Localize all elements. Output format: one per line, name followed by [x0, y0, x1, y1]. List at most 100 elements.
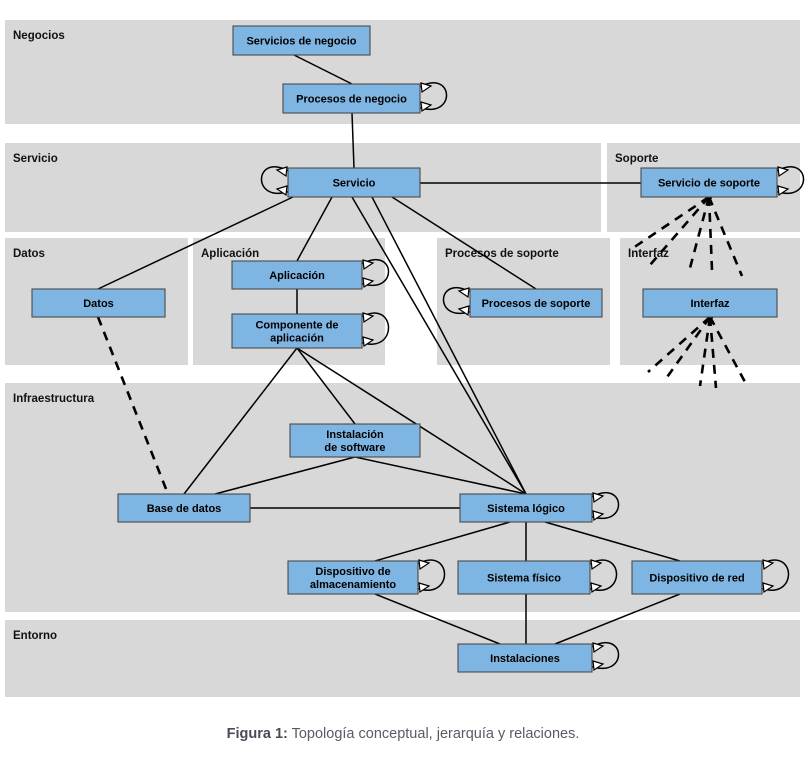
node-label-procesos-de-soporte-line-0: Procesos de soporte: [482, 298, 591, 310]
node-rect-servicios-de-negocio[interactable]: [232, 25, 371, 56]
node-label-instalaciones-line-0: Instalaciones: [490, 653, 560, 665]
edge-servicio-to-sistema-logico: [351, 196, 527, 495]
node-label-servicio-line-0: Servicio: [333, 178, 376, 190]
node-rect-componente-aplicacion[interactable]: [231, 313, 363, 349]
edges-layer: [96, 54, 681, 645]
edge-componente-aplicacion-to-base-de-datos: [183, 347, 298, 495]
swimlane-label-infraestructura: Infraestructura: [13, 393, 95, 405]
node-label-dispositivo-almacen-line-1: almacenamiento: [310, 579, 396, 591]
node-procesos-de-soporte[interactable]: Procesos de soporte: [442, 286, 603, 318]
node-rect-dispositivo-de-red[interactable]: [631, 560, 763, 595]
edge-servicio-to-aplicacion: [296, 196, 333, 262]
node-interfaz[interactable]: Interfaz: [642, 288, 778, 318]
node-label-dispositivo-almacen-line-0: Dispositivo de: [315, 566, 390, 578]
swimlane-entorno: Entorno: [5, 620, 800, 697]
self-loop-componente-aplicacion: [359, 312, 390, 345]
node-sistema-logico[interactable]: Sistema lógico: [459, 491, 620, 523]
edge-procesos-de-negocio-to-servicio: [351, 112, 355, 169]
self-loop-arrowhead-top-servicio-de-soporte: [777, 166, 790, 178]
edge-dispositivo-almacen-to-instalaciones: [374, 593, 501, 645]
node-base-de-datos[interactable]: Base de datos: [117, 493, 251, 523]
edge-componente-aplicacion-to-sistema-logico: [296, 347, 527, 495]
swimlane-label-soporte: Soporte: [615, 153, 658, 165]
figure-caption: Figura 1: Topología conceptual, jerarquí…: [0, 726, 806, 742]
swimlane-label-datos: Datos: [13, 248, 45, 260]
node-rect-procesos-de-soporte[interactable]: [469, 288, 603, 318]
edge-componente-aplicacion-to-instalacion-software: [296, 347, 356, 425]
node-label-componente-aplicacion-line-1: aplicación: [270, 333, 324, 345]
self-loop-arrowhead-bottom-instalaciones: [592, 660, 605, 672]
node-label-instalacion-software-line-0: Instalación: [326, 429, 384, 441]
node-rect-sistema-fisico[interactable]: [457, 560, 591, 595]
self-loop-arrowhead-top-servicio: [275, 166, 288, 178]
figure-caption-prefix: Figura 1:: [226, 726, 288, 742]
swimlane-label-entorno: Entorno: [13, 630, 57, 642]
node-label-interfaz-line-0: Interfaz: [690, 298, 730, 310]
node-rect-instalacion-software[interactable]: [289, 423, 421, 458]
node-rect-servicio-de-soporte[interactable]: [640, 167, 778, 198]
self-loop-sistema-fisico: [587, 559, 618, 591]
fan-servicio-de-soporte-ray-4: [707, 196, 744, 277]
node-label-componente-aplicacion-line-0: Componente de: [255, 320, 338, 332]
node-rect-sistema-logico[interactable]: [459, 493, 593, 523]
node-label-instalacion-software-line-1: de software: [324, 442, 385, 454]
self-loop-procesos-de-soporte: [442, 286, 473, 314]
self-loop-procesos-de-negocio: [417, 82, 448, 110]
node-rect-aplicacion[interactable]: [231, 260, 363, 290]
self-loop-arrowhead-top-componente-aplicacion: [362, 312, 375, 324]
self-loop-arrowhead-top-procesos-de-negocio: [420, 82, 433, 94]
self-loop-arrowhead-bottom-servicio: [275, 185, 288, 197]
edge-servicios-de-negocio-to-procesos-de-negocio: [293, 54, 353, 85]
node-rect-datos[interactable]: [31, 288, 166, 318]
edge-servicio-to-procesos-de-soporte: [391, 196, 537, 290]
node-servicio-de-soporte[interactable]: Servicio de soporte: [640, 166, 805, 198]
node-servicio[interactable]: Servicio: [260, 166, 421, 198]
swimlane-rect-entorno: [5, 620, 800, 697]
self-loop-arrowhead-bottom-componente-aplicacion: [362, 336, 375, 348]
self-loop-arrowhead-top-instalaciones: [592, 642, 605, 654]
swimlane-label-servicio: Servicio: [13, 153, 58, 165]
node-aplicacion[interactable]: Aplicación: [231, 258, 390, 290]
self-loop-arrowhead-bottom-dispositivo-de-red: [762, 582, 775, 594]
node-procesos-de-negocio[interactable]: Procesos de negocio: [282, 82, 448, 114]
fan-interfaz-ray-0: [647, 316, 711, 373]
node-servicios-de-negocio[interactable]: Servicios de negocio: [232, 25, 371, 56]
figure-caption-text: Topología conceptual, jerarquía y relaci…: [287, 726, 580, 742]
self-loop-aplicacion: [359, 258, 390, 286]
fan-interfaz-ray-1: [663, 316, 712, 381]
self-loop-arrowhead-bottom-servicio-de-soporte: [777, 185, 790, 197]
fan-interfaz-ray-2: [698, 316, 712, 387]
node-datos[interactable]: Datos: [31, 288, 166, 318]
node-label-base-de-datos-line-0: Base de datos: [147, 503, 222, 515]
node-rect-interfaz[interactable]: [642, 288, 778, 318]
node-rect-instalaciones[interactable]: [457, 643, 593, 673]
swimlane-label-interfaz: Interfaz: [628, 248, 669, 260]
self-loop-arrowhead-top-dispositivo-almacen: [418, 559, 431, 571]
node-dispositivo-de-red[interactable]: Dispositivo de red: [631, 559, 790, 595]
node-label-servicios-de-negocio-line-0: Servicios de negocio: [246, 36, 356, 48]
node-rect-dispositivo-almacen[interactable]: [287, 560, 419, 595]
self-loop-arrowhead-top-aplicacion: [362, 259, 375, 271]
self-loop-arrowhead-bottom-dispositivo-almacen: [418, 582, 431, 594]
node-label-procesos-de-negocio-line-0: Procesos de negocio: [296, 94, 407, 106]
edge-dispositivo-de-red-to-instalaciones: [554, 593, 681, 645]
node-rect-servicio[interactable]: [287, 167, 421, 198]
node-rect-procesos-de-negocio[interactable]: [282, 83, 421, 114]
node-label-dispositivo-de-red-line-0: Dispositivo de red: [649, 573, 744, 585]
node-label-aplicacion-line-0: Aplicación: [269, 270, 325, 282]
self-loop-arrowhead-top-sistema-logico: [592, 492, 605, 504]
node-sistema-fisico[interactable]: Sistema físico: [457, 559, 618, 595]
node-label-sistema-fisico-line-0: Sistema físico: [487, 573, 561, 585]
node-label-datos-line-0: Datos: [83, 298, 114, 310]
self-loop-servicio-de-soporte: [774, 166, 805, 194]
self-loop-arrowhead-bottom-sistema-logico: [592, 510, 605, 522]
self-loop-dispositivo-de-red: [759, 559, 790, 591]
node-instalaciones[interactable]: Instalaciones: [457, 641, 620, 673]
node-rect-base-de-datos[interactable]: [117, 493, 251, 523]
